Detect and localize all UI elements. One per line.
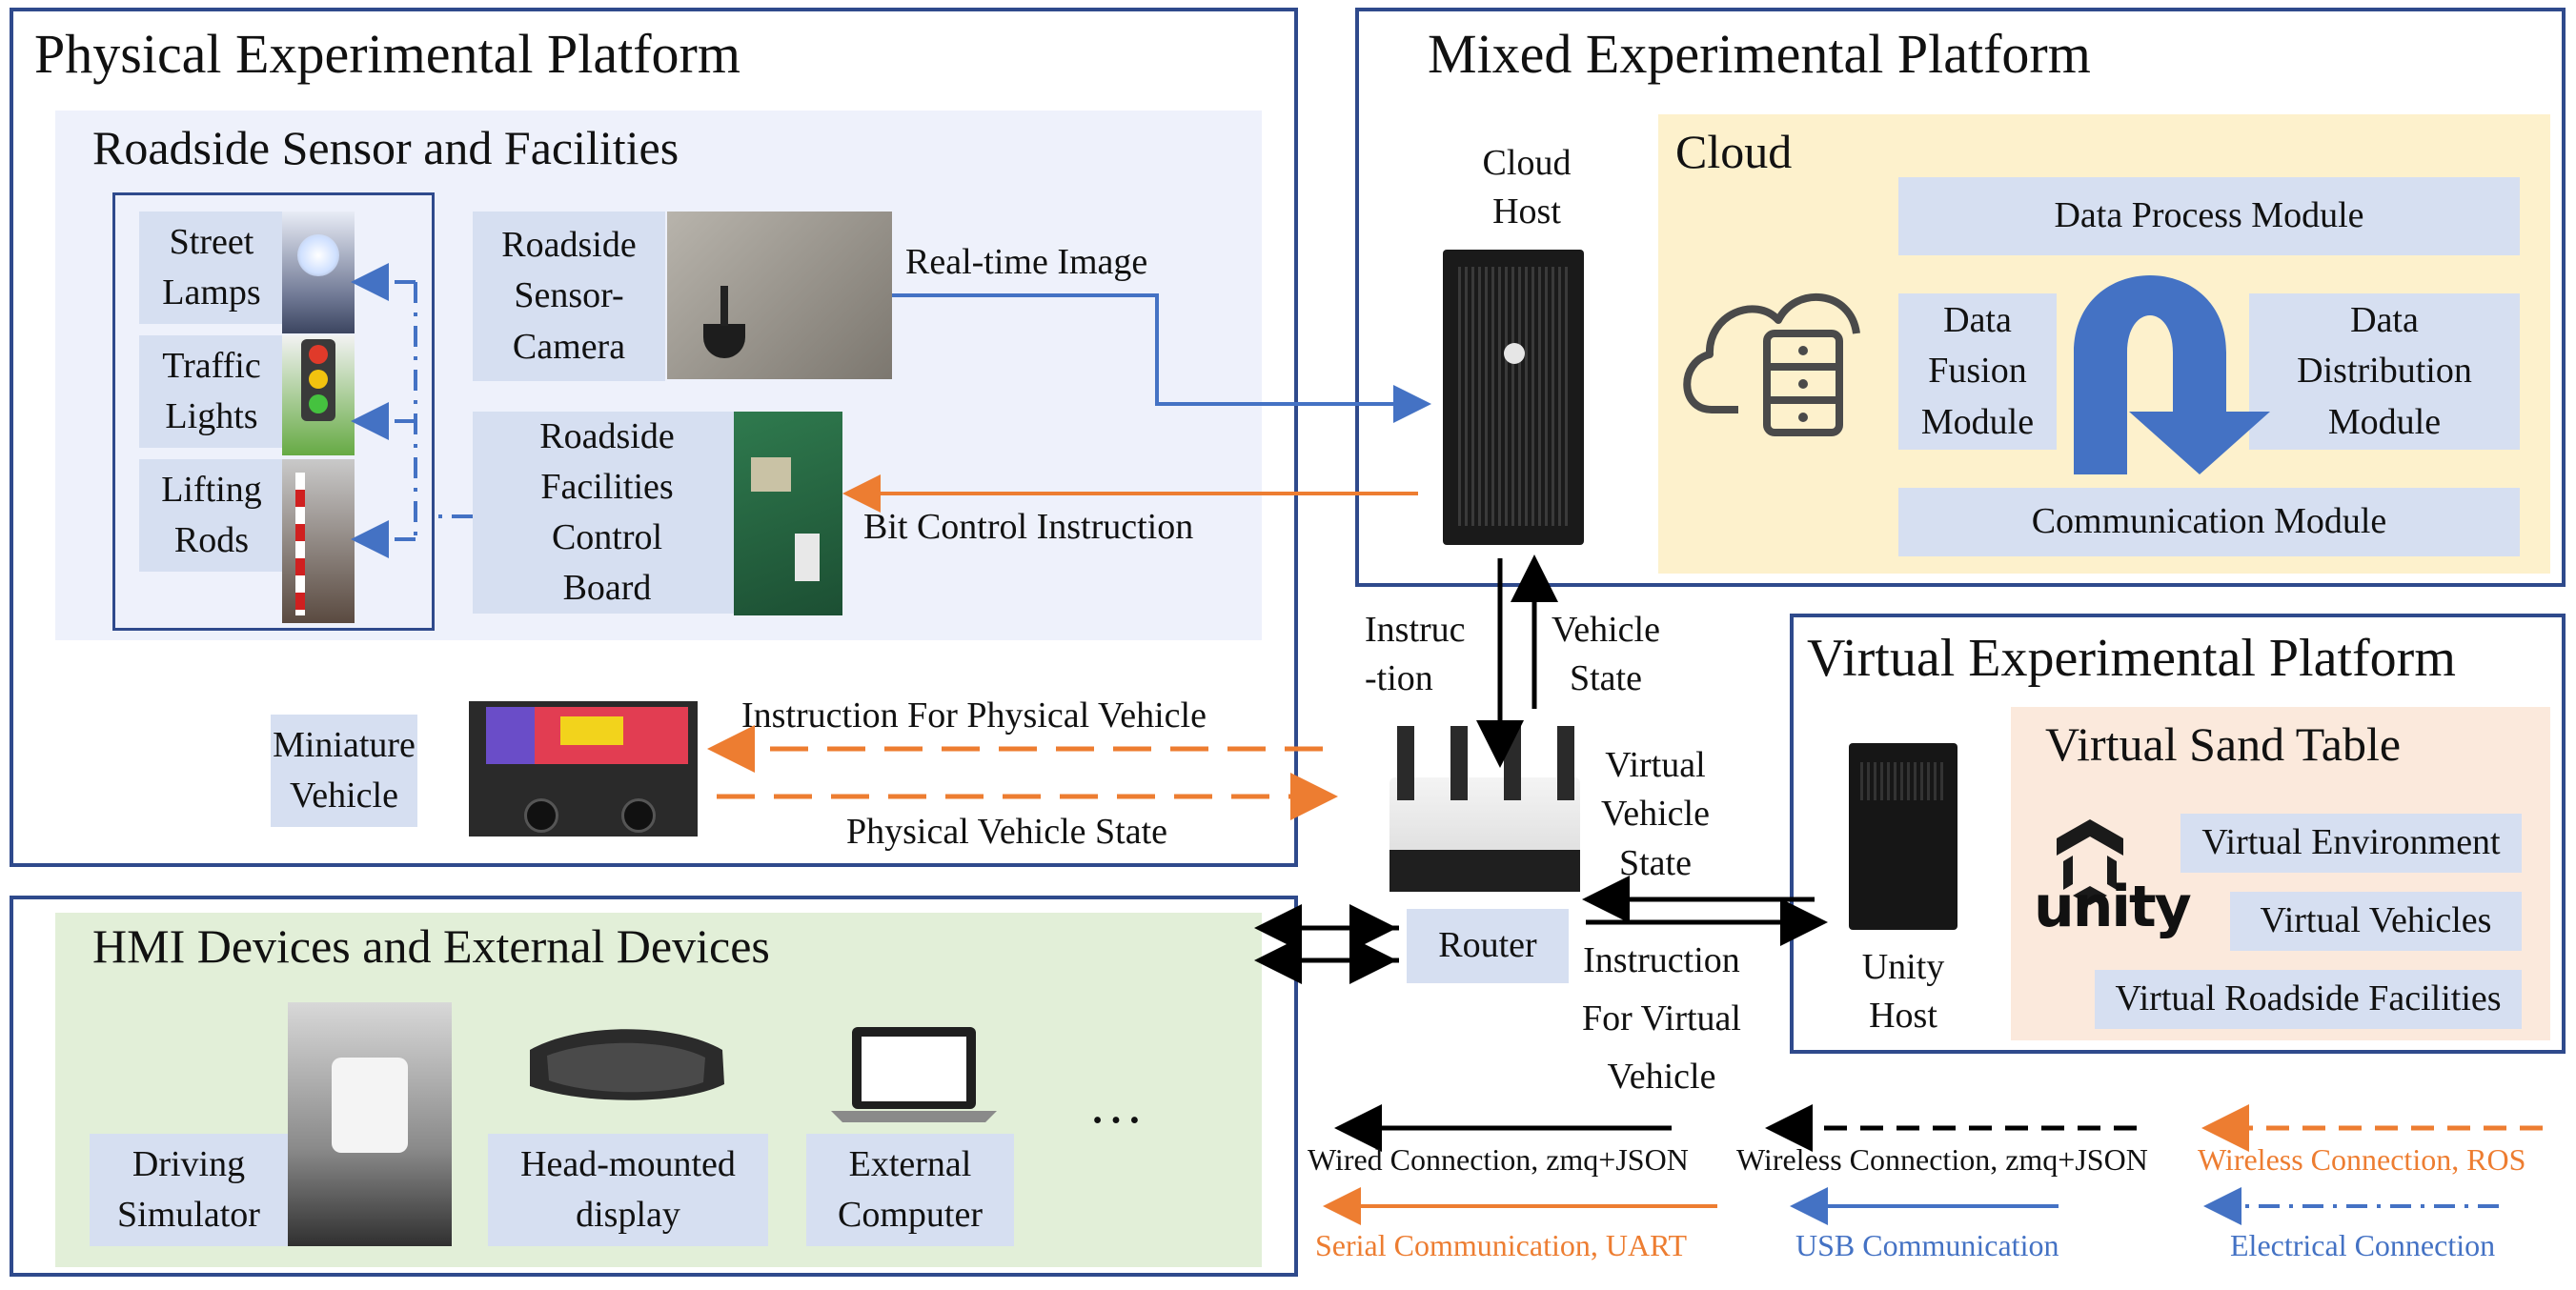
miniature-vehicle-wheel-left: [524, 798, 558, 833]
green-light-icon: [309, 394, 328, 413]
head-mounted-display-label: Head-mounted display: [488, 1134, 768, 1246]
external-computer-label: External Computer: [806, 1134, 1014, 1246]
control-board-capacitor: [795, 534, 820, 581]
miniature-vehicle-label: Miniature Vehicle: [271, 715, 417, 827]
realtime-image-label: Real-time Image: [905, 242, 1148, 282]
physical-state-label: Physical Vehicle State: [846, 812, 1168, 852]
lifting-rod-image: [282, 459, 355, 623]
realtime-image-arrow: [892, 293, 1431, 423]
router-antenna-2: [1450, 726, 1468, 800]
traffic-lights-label: Traffic Lights: [139, 335, 284, 448]
lifting-rods-label: Lifting Rods: [139, 459, 284, 572]
legend-wireless-ros-label: Wireless Connection, ROS: [2198, 1142, 2526, 1177]
camera-label: Roadside Sensor- Camera: [473, 212, 665, 381]
cloud-host-logo-icon: [1504, 343, 1525, 364]
roadside-devices-box: [112, 192, 435, 631]
street-lamp-glow: [297, 234, 339, 276]
electrical-connection-arrows: [351, 263, 473, 558]
unity-host-label: Unity Host: [1861, 947, 1945, 1037]
cloud-server-icon: [1683, 292, 1860, 436]
driving-simulator-seat: [332, 1058, 408, 1153]
instruction-label: Instruc -tion: [1365, 610, 1466, 699]
vehicle-state-label: Vehicle State: [1552, 610, 1660, 699]
hmi-ellipsis: …: [1088, 1073, 1144, 1135]
legend-electrical-label: Electrical Connection: [2230, 1228, 2496, 1262]
virtual-environment-module: Virtual Environment: [2180, 814, 2522, 873]
cloud-host-label: Cloud Host: [1482, 143, 1572, 232]
sand-table-title: Virtual Sand Table: [2045, 717, 2402, 771]
hmi-frame: [10, 896, 1298, 1277]
yellow-light-icon: [309, 370, 328, 389]
unity-logo-wordmark: unity: [2034, 874, 2192, 940]
camera-image: [667, 212, 892, 379]
router-label: Router: [1407, 909, 1569, 983]
miniature-vehicle-square: [560, 716, 623, 745]
data-process-module: Data Process Module: [1898, 177, 2520, 255]
router-antenna-4: [1557, 726, 1574, 800]
legend-wired-label: Wired Connection, zmq+JSON: [1308, 1142, 1689, 1177]
virtual-state-label: Virtual Vehicle State: [1601, 745, 1710, 883]
data-fusion-module: Data Fusion Module: [1898, 293, 2057, 450]
street-lamps-label: Street Lamps: [139, 212, 284, 324]
processing-uturn-arrow: [2074, 275, 2270, 474]
data-distribution-module: Data Distribution Module: [2249, 293, 2520, 450]
virtual-platform-frame: [1790, 614, 2566, 1054]
control-board-label: Roadside Facilities Control Board: [473, 412, 741, 614]
physical-platform-frame: [10, 8, 1298, 867]
virtual-vehicles-module: Virtual Vehicles: [2230, 892, 2522, 951]
mixed-platform-title: Mixed Experimental Platform: [1428, 23, 2091, 85]
router-base: [1389, 850, 1580, 892]
control-board-image: [734, 412, 842, 615]
instr-physical-label: Instruction For Physical Vehicle: [741, 695, 1207, 736]
unity-cube-icon: [2057, 819, 2123, 905]
virtual-platform-title: Virtual Experimental Platform: [1807, 629, 2456, 688]
miniature-vehicle-wheel-right: [621, 798, 656, 833]
physical-platform-title: Physical Experimental Platform: [34, 23, 740, 85]
laptop-icon: [831, 1027, 997, 1122]
instr-virtual-label: Instruction For Virtual Vehicle: [1582, 940, 1741, 1097]
head-mounted-display-icon: [530, 1029, 724, 1100]
virtual-roadside-module: Virtual Roadside Facilities: [2095, 970, 2522, 1029]
bit-control-label: Bit Control Instruction: [863, 507, 1194, 547]
communication-module: Communication Module: [1898, 488, 2520, 556]
driving-simulator-label: Driving Simulator: [90, 1134, 288, 1246]
camera-mount: [720, 286, 728, 326]
roadside-panel-title: Roadside Sensor and Facilities: [92, 121, 679, 174]
router-antenna-1: [1397, 726, 1414, 800]
cloud-server-dots: [1798, 346, 1808, 422]
lifting-rod-bar: [295, 473, 305, 615]
red-light-icon: [309, 345, 328, 364]
legend-usb-label: USB Communication: [1795, 1228, 2059, 1262]
legend-wireless-label: Wireless Connection, zmq+JSON: [1736, 1142, 2148, 1177]
unity-host-tower-vent: [1860, 762, 1946, 800]
legend-serial-label: Serial Communication, UART: [1315, 1228, 1688, 1262]
camera-dome-icon: [703, 324, 745, 358]
mixed-platform-frame: [1355, 8, 2566, 587]
control-board-chip: [751, 457, 791, 492]
cloud-panel-title: Cloud: [1675, 125, 1793, 178]
hmi-panel-title: HMI Devices and External Devices: [92, 919, 770, 973]
cloud-host-tower-grille: [1458, 267, 1569, 526]
